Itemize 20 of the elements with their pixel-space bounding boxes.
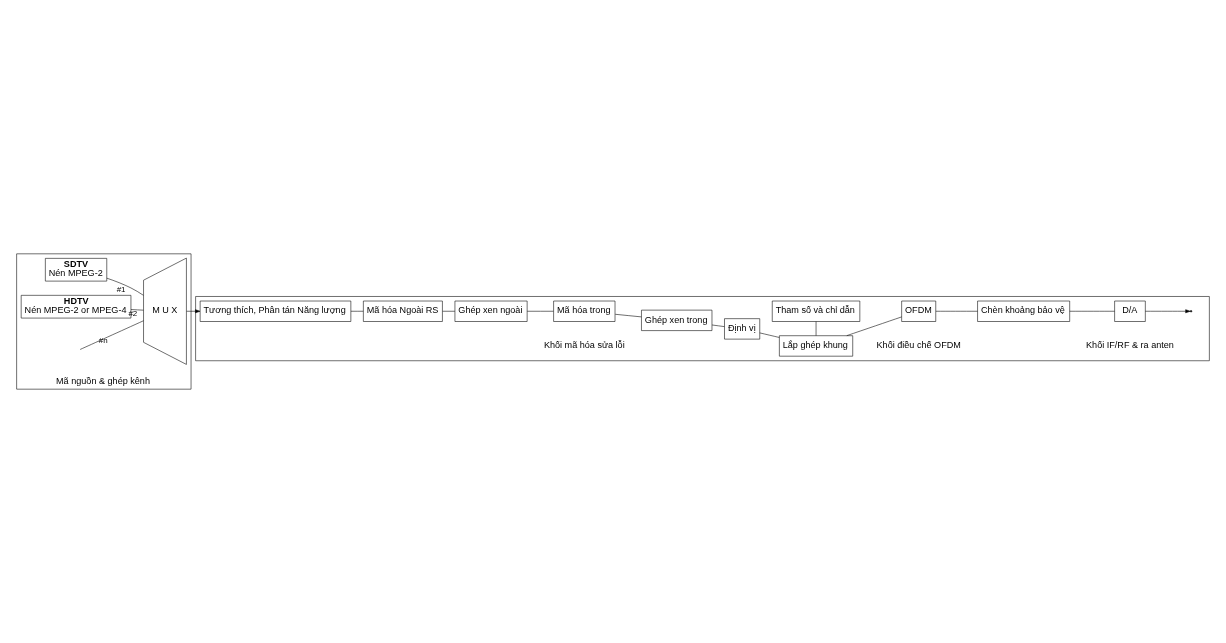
node-box: Ghép xen ngoài — [454, 300, 528, 322]
node-box: D/A — [1114, 300, 1146, 322]
label: Khối mã hóa sửa lỗi — [543, 340, 625, 351]
arrow — [186, 309, 201, 314]
label: Khối điều chế OFDM — [876, 340, 961, 351]
node-box: Tham số và chỉ dẫn — [771, 300, 861, 322]
node-box: M U X — [143, 257, 187, 365]
node-box: Định vị — [724, 318, 761, 340]
node-box: Tương thích, Phân tán Năng lượng — [199, 300, 352, 322]
node-box: SDTV Nén MPEG-2 — [45, 258, 108, 282]
arrow — [1145, 309, 1191, 314]
node-box: Ghép xen trong — [641, 309, 713, 331]
node-box: Mã hóa Ngoài RS — [363, 300, 443, 322]
node-box: Chèn khoảng bảo vệ — [977, 300, 1070, 322]
node-box: OFDM — [901, 300, 937, 322]
connector — [846, 316, 902, 336]
node-box: Mã hóa trong — [553, 300, 616, 322]
label: Khối IF/RF & ra anten — [1086, 340, 1174, 351]
node-box: Lắp ghép khung — [779, 335, 853, 357]
connector — [130, 309, 144, 311]
